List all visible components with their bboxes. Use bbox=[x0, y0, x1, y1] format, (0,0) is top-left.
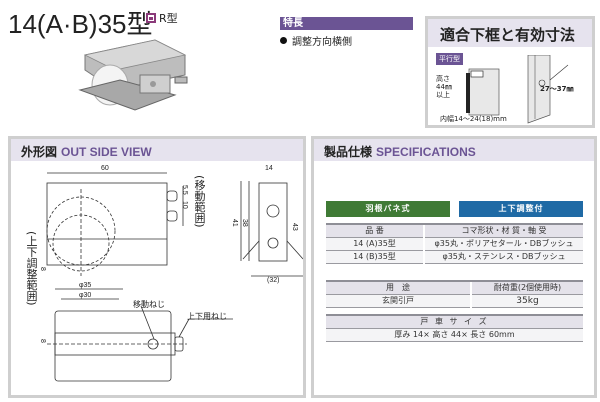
height-note-2: 44㎜ bbox=[436, 83, 452, 91]
size-cell: 厚み 14× 高さ 44× 長さ 60mm bbox=[326, 328, 583, 342]
heading-en: SPECIFICATIONS bbox=[376, 145, 476, 159]
dim-10: 10 bbox=[181, 201, 188, 209]
material-cell: φ35丸・ポリアセタール・DBブッシュ bbox=[423, 237, 583, 251]
features-heading: 特長 bbox=[280, 17, 413, 30]
height-note-3: 以上 bbox=[436, 91, 450, 99]
type-badge-label: R型 bbox=[159, 12, 178, 25]
tag-height-adjust: 上下調整付 bbox=[459, 201, 583, 217]
dim-38: 38 bbox=[241, 219, 248, 227]
spec-table-models: 品 番 コマ形状・材 質・軸 受 14 (A)35型 φ35丸・ポリアセタール・… bbox=[326, 223, 583, 264]
heading-en: OUT SIDE VIEW bbox=[61, 145, 152, 159]
col-header-usage: 用 途 bbox=[326, 280, 471, 295]
updown-screw-label: 上下用ねじ bbox=[187, 312, 227, 321]
dim-phi30: φ30 bbox=[79, 292, 92, 299]
table-row: 玄関引戸 35kg bbox=[326, 294, 583, 308]
heading-jp: 外形図 bbox=[21, 145, 58, 159]
door-diagram bbox=[527, 55, 569, 124]
height-note-1: 高さ bbox=[436, 75, 450, 83]
fit-panel-title: 適合下框と有効寸法 bbox=[428, 19, 592, 47]
material-cell: φ35丸・ステンレス・DBブッシュ bbox=[423, 250, 583, 264]
dim-phi35: φ35 bbox=[79, 282, 92, 289]
col-header-model: 品 番 bbox=[326, 223, 424, 238]
dim-8b: 8 bbox=[39, 339, 46, 343]
range-note: 27～37㎜ bbox=[540, 85, 574, 93]
feature-text: 調整方向横側 bbox=[292, 37, 352, 48]
dim-41: 41 bbox=[231, 219, 238, 227]
table-row: 厚み 14× 高さ 44× 長さ 60mm bbox=[326, 328, 583, 342]
product-title: 14(A·B)35型 bbox=[8, 9, 153, 39]
tag-spring-type: 羽根バネ式 bbox=[326, 201, 450, 217]
fit-panel: 適合下框と有効寸法 平行型 高さ 44㎜ 以上 内幅14～24(18)mm 27… bbox=[425, 16, 595, 128]
table-row: 14 (B)35型 φ35丸・ステンレス・DBブッシュ bbox=[326, 250, 583, 264]
type-badge: R型 bbox=[146, 10, 178, 26]
dim-14: 14 bbox=[265, 165, 273, 172]
dim-60: 60 bbox=[101, 165, 109, 172]
dim-32: (32) bbox=[267, 277, 280, 284]
outline-drawing bbox=[46, 172, 303, 382]
col-header-load: 耐荷重(2個使用時) bbox=[470, 280, 583, 295]
r-type-icon bbox=[146, 13, 156, 23]
move-range-label: (移動範囲) bbox=[193, 175, 206, 228]
updown-range-label: (上下調整範囲) bbox=[25, 231, 38, 306]
model-cell: 14 (B)35型 bbox=[326, 250, 424, 264]
feature-item: 調整方向横側 bbox=[280, 33, 352, 48]
dim-5-5: 5.5 bbox=[181, 185, 188, 195]
frame-diagram bbox=[466, 68, 500, 116]
model-cell: 14 (A)35型 bbox=[326, 237, 424, 251]
table-row: 14 (A)35型 φ35丸・ポリアセタール・DBブッシュ bbox=[326, 237, 583, 251]
heading-jp: 製品仕様 bbox=[324, 145, 373, 159]
dim-43: 43 bbox=[291, 223, 298, 231]
col-header-size: 戸 車 サ イ ズ bbox=[326, 314, 583, 329]
width-note: 内幅14～24(18)mm bbox=[440, 115, 507, 123]
dim-8a: 8 bbox=[39, 267, 46, 271]
spec-table-size: 戸 車 サ イ ズ 厚み 14× 高さ 44× 長さ 60mm bbox=[326, 314, 583, 342]
col-header-material: コマ形状・材 質・軸 受 bbox=[423, 223, 583, 238]
bullet-icon bbox=[280, 37, 287, 44]
spec-table-usage: 用 途 耐荷重(2個使用時) 玄関引戸 35kg bbox=[326, 280, 583, 308]
product-photo bbox=[78, 39, 188, 111]
move-screw-label: 移動ねじ bbox=[133, 300, 165, 309]
usage-cell: 玄関引戸 bbox=[326, 294, 471, 308]
parallel-type-badge: 平行型 bbox=[436, 53, 463, 65]
load-cell: 35kg bbox=[470, 294, 583, 308]
